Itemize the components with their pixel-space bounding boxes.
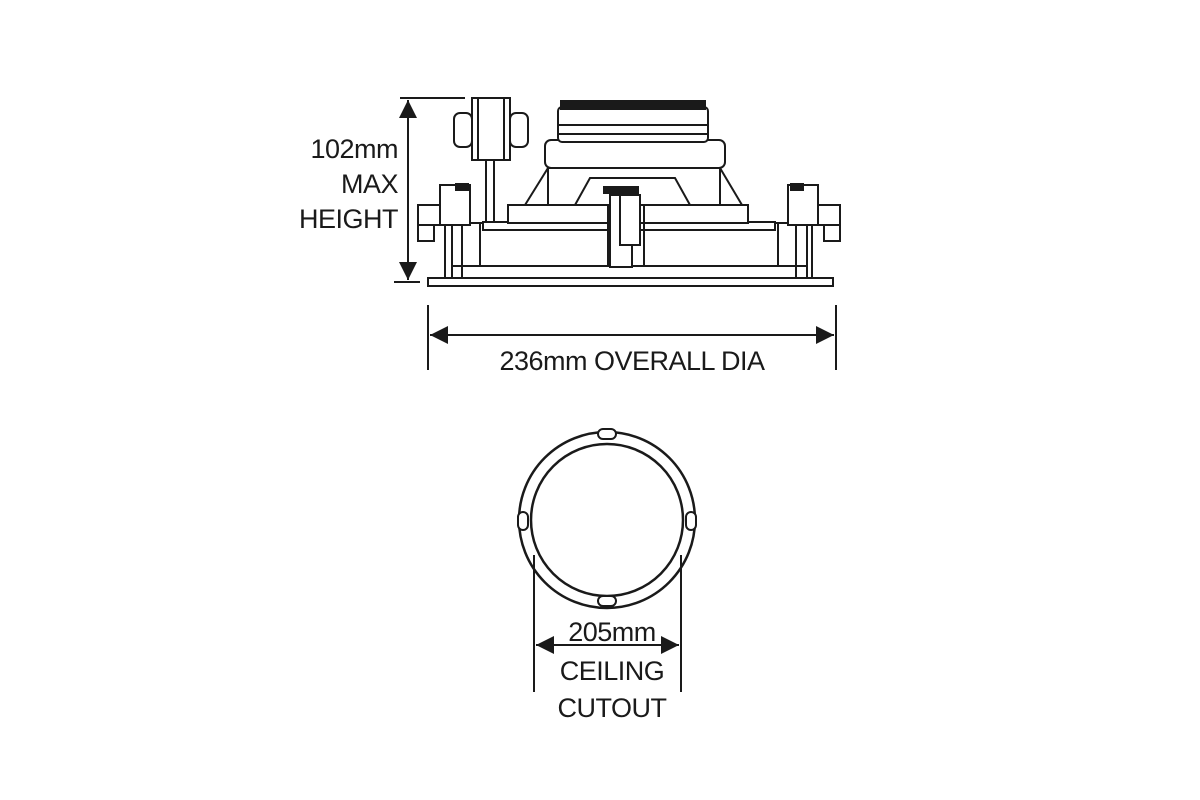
speaker-side-view — [417, 97, 841, 287]
clamp-tab-left — [517, 511, 529, 531]
outer-flange-ring — [517, 430, 697, 610]
speaker-top-view — [517, 428, 697, 610]
height-label-line-1: 102mm — [310, 134, 398, 164]
cutout-dimension: 205mm CEILING CUTOUT — [533, 555, 682, 723]
height-label-line-2: MAX — [341, 169, 399, 199]
cutout-label-line-2: CEILING — [560, 656, 665, 686]
magnet-lower — [544, 139, 726, 169]
cutout-label-line-3: CUTOUT — [558, 693, 667, 723]
height-label-line-3: HEIGHT — [299, 204, 398, 234]
diameter-dimension: 236mm OVERALL DIA — [427, 305, 837, 376]
cutout-label-line-1: 205mm — [568, 617, 656, 647]
clamp-tab-top — [597, 428, 617, 440]
ceiling-flange — [427, 277, 834, 287]
clamp-tab-right — [685, 511, 697, 531]
left-mounting-clamp — [417, 183, 471, 278]
crossover-box — [453, 97, 529, 223]
right-mounting-clamp — [787, 183, 841, 278]
height-dimension: 102mm MAX HEIGHT — [299, 97, 465, 283]
clamp-tab-bottom — [597, 595, 617, 607]
diameter-label: 236mm OVERALL DIA — [499, 346, 765, 376]
inner-ring — [529, 442, 685, 598]
